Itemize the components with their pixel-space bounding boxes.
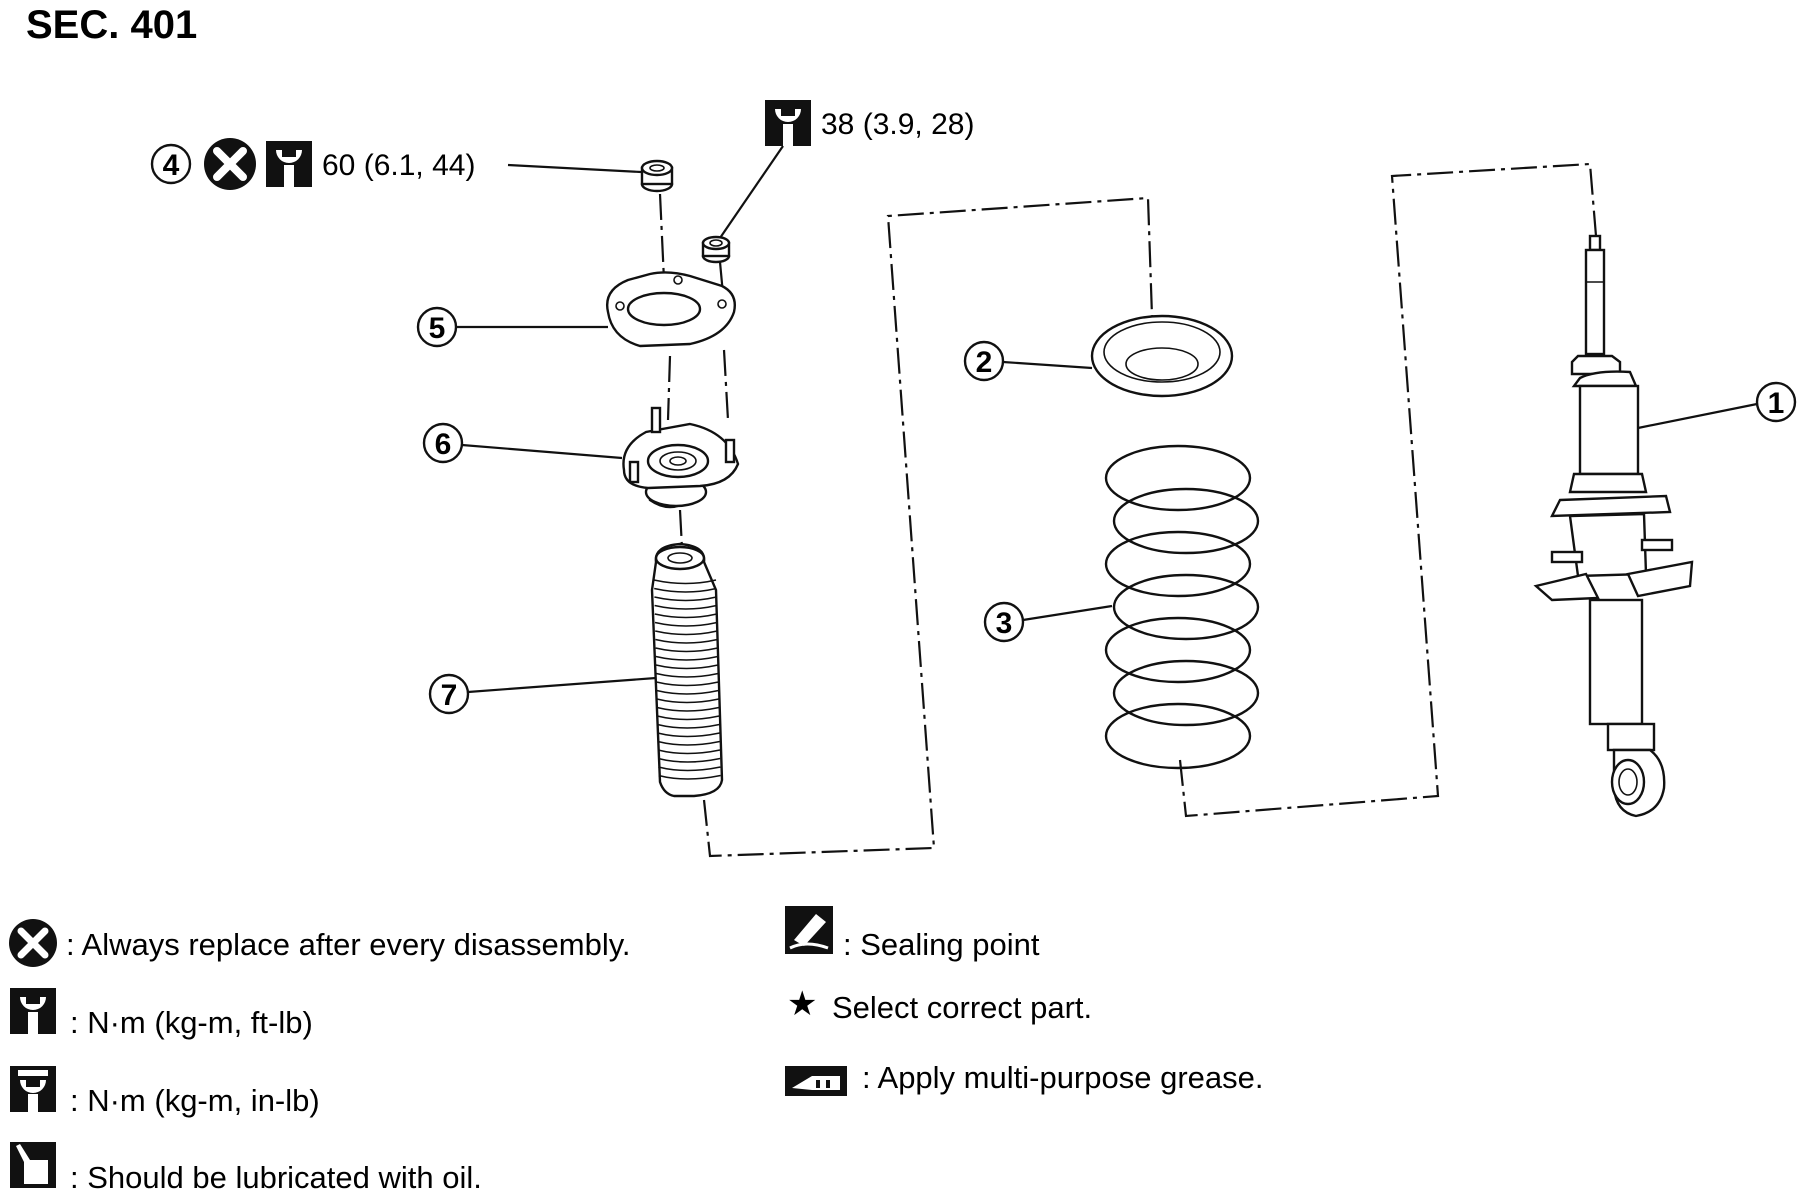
leader-1 bbox=[1637, 402, 1758, 430]
callout-4: 4 bbox=[163, 149, 180, 182]
boot-ring bbox=[657, 723, 720, 729]
boot-ring bbox=[658, 774, 721, 780]
spring-seat-2 bbox=[1090, 314, 1234, 398]
dust-boot-7 bbox=[650, 542, 724, 798]
spring-coil bbox=[1112, 659, 1260, 727]
boot-ring bbox=[657, 749, 721, 755]
boot-ring bbox=[656, 689, 719, 695]
leader-3 bbox=[1022, 604, 1113, 622]
callout-3-circle bbox=[983, 601, 1025, 643]
replace-x-icon bbox=[204, 138, 256, 190]
leader-2 bbox=[1002, 360, 1093, 370]
callout-2-circle bbox=[963, 340, 1005, 382]
boot-ring bbox=[657, 715, 720, 721]
callout-7: 7 bbox=[441, 679, 458, 712]
nut-side bbox=[701, 235, 731, 264]
boot-ring bbox=[656, 706, 720, 712]
callout-2: 2 bbox=[976, 346, 993, 379]
legend: : Always replace after every disassembly… bbox=[9, 906, 1264, 1195]
legend-sealing-icon bbox=[785, 906, 833, 954]
wrench-icon bbox=[266, 141, 312, 187]
spring-coil bbox=[1104, 616, 1252, 684]
legend-grease-text: : Apply multi-purpose grease. bbox=[862, 1060, 1264, 1095]
axis-nut-4 bbox=[658, 193, 666, 281]
legend-wrench-inlb-icon bbox=[10, 1066, 56, 1112]
boot-ring bbox=[654, 587, 717, 593]
spring-coil bbox=[1104, 530, 1252, 598]
leader-side-nut bbox=[719, 145, 784, 239]
legend-torque-in-text: : N·m (kg-m, in-lb) bbox=[70, 1083, 320, 1118]
callout-3: 3 bbox=[996, 607, 1013, 640]
spring-coil bbox=[1104, 702, 1252, 770]
boot-ring bbox=[654, 613, 717, 619]
leader-7 bbox=[467, 676, 657, 694]
boot-ring bbox=[656, 698, 719, 704]
spring-coil bbox=[1112, 573, 1260, 641]
nut-4 bbox=[640, 159, 674, 193]
boot-ring bbox=[657, 740, 720, 746]
legend-oil-can-icon bbox=[10, 1142, 56, 1188]
bracket-boot-seat bbox=[702, 196, 1154, 858]
boot-ring bbox=[655, 638, 718, 644]
star-icon: ★ bbox=[787, 985, 817, 1023]
spring-coil bbox=[1104, 444, 1252, 512]
boot-ring bbox=[658, 766, 721, 772]
callout-6-circle bbox=[422, 422, 464, 464]
section-label: SEC. 401 bbox=[26, 3, 197, 47]
strut-mount-6 bbox=[622, 406, 740, 509]
callout-7-circle bbox=[428, 673, 470, 715]
boot-ring bbox=[655, 664, 719, 670]
upper-plate-5 bbox=[606, 271, 736, 348]
boot-ring bbox=[654, 621, 718, 627]
callout-4-circle bbox=[150, 143, 192, 185]
boot-ring bbox=[654, 604, 717, 610]
boot-ring bbox=[656, 672, 719, 678]
wrench-icon bbox=[765, 100, 811, 146]
spring-coil bbox=[1112, 487, 1260, 555]
boot-ring bbox=[656, 681, 719, 687]
callout-5: 5 bbox=[429, 312, 446, 345]
callout-1: 1 bbox=[1768, 387, 1785, 420]
leader-4 bbox=[507, 163, 642, 174]
legend-replace-text: : Always replace after every disassembly… bbox=[66, 927, 631, 962]
axis-plate-stud bbox=[722, 349, 730, 421]
axis-mount-boot bbox=[678, 509, 684, 549]
boot-ring bbox=[657, 732, 720, 738]
boot-ring bbox=[654, 596, 717, 602]
legend-torque-ft-text: : N·m (kg-m, ft-lb) bbox=[70, 1005, 313, 1040]
strut-assembly-1 bbox=[1533, 234, 1694, 818]
legend-wrench-icon bbox=[10, 988, 56, 1034]
boot-ring-stack bbox=[653, 579, 721, 780]
bracket-spring-strut bbox=[1178, 162, 1598, 818]
leader-6 bbox=[461, 443, 623, 460]
boot-ring bbox=[658, 757, 721, 763]
legend-grease-gun-icon bbox=[785, 1066, 847, 1096]
legend-oil-text: : Should be lubricated with oil. bbox=[70, 1160, 482, 1195]
side-torque-group: 38 (3.9, 28) bbox=[719, 100, 974, 239]
axis-plate-mount bbox=[666, 355, 672, 421]
boot-ring bbox=[655, 655, 718, 661]
boot-ring bbox=[655, 630, 718, 636]
callout-6: 6 bbox=[435, 428, 452, 461]
legend-replace-icon bbox=[9, 919, 57, 967]
legend-star-text: Select correct part. bbox=[832, 990, 1092, 1025]
boot-ring bbox=[655, 647, 718, 653]
boot-ring bbox=[653, 579, 717, 585]
callout-4-group: 4 60 (6.1, 44) bbox=[150, 138, 642, 190]
callout-1-circle bbox=[1755, 381, 1797, 423]
coil-spring-3 bbox=[1104, 444, 1260, 770]
legend-sealing-text: : Sealing point bbox=[843, 927, 1040, 962]
torque-spec-side-nut: 38 (3.9, 28) bbox=[821, 108, 974, 141]
torque-spec-nut-4: 60 (6.1, 44) bbox=[322, 149, 475, 182]
